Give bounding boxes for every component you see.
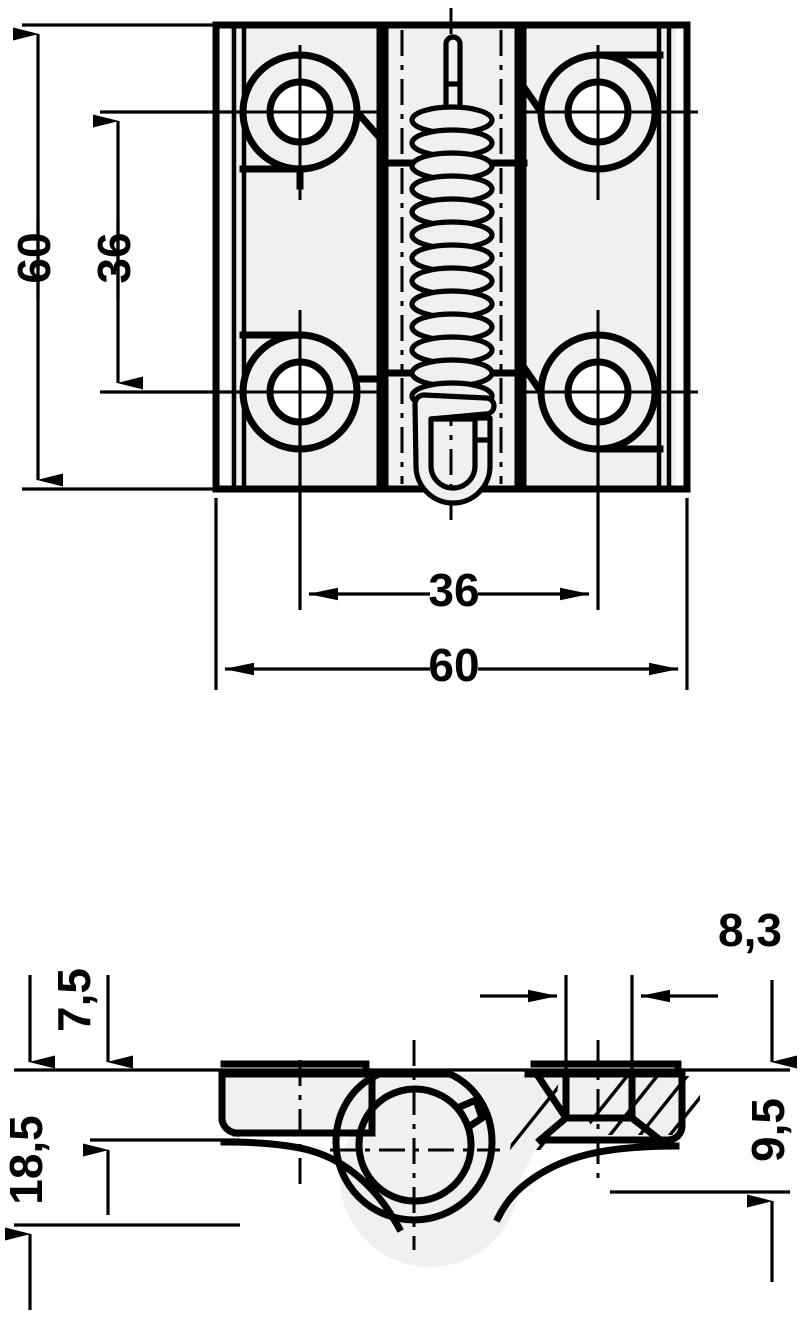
section-view: 7,5 18,5 8,3 9,5: [0, 904, 797, 1310]
dim-width-60: 60: [224, 639, 679, 691]
section-hatching-right: [565, 1076, 700, 1135]
top-view: 60 36 36 60: [8, 8, 698, 691]
top-view-dimensions: 60 36 36 60: [8, 23, 689, 691]
dim-label-thickness-75: 7,5: [48, 968, 100, 1032]
dim-spacing-36-horizontal: 36: [308, 564, 590, 616]
dim-knuckle-95: 9,5: [742, 980, 797, 1282]
coil-spring: [409, 34, 497, 506]
dim-thickness-75: 7,5: [28, 968, 133, 1069]
dim-spacing-36-vertical: 36: [88, 114, 143, 390]
right-leaf: [500, 21, 698, 493]
dim-label-knuckle-95: 9,5: [742, 1098, 794, 1162]
dim-offset-83: 8,3: [480, 904, 782, 1003]
dim-label-spacing-36-horizontal: 36: [428, 564, 479, 616]
dim-label-depth-185: 18,5: [0, 1115, 52, 1205]
dim-label-offset-83: 8,3: [718, 904, 782, 956]
dim-height-60: 60: [8, 27, 63, 487]
dim-depth-185: 18,5: [0, 1115, 110, 1310]
dim-label-height-60: 60: [8, 232, 60, 283]
leaf-fields: [220, 28, 686, 486]
section-view-dimensions: 7,5 18,5 8,3 9,5: [0, 904, 797, 1310]
spring-hook: [412, 392, 497, 506]
dim-label-spacing-36-vertical: 36: [88, 232, 140, 283]
dim-label-width-60: 60: [428, 639, 479, 691]
section-hatching-left: [510, 1074, 560, 1150]
section-profile: [218, 1060, 700, 1268]
spring-coils: [409, 104, 495, 412]
